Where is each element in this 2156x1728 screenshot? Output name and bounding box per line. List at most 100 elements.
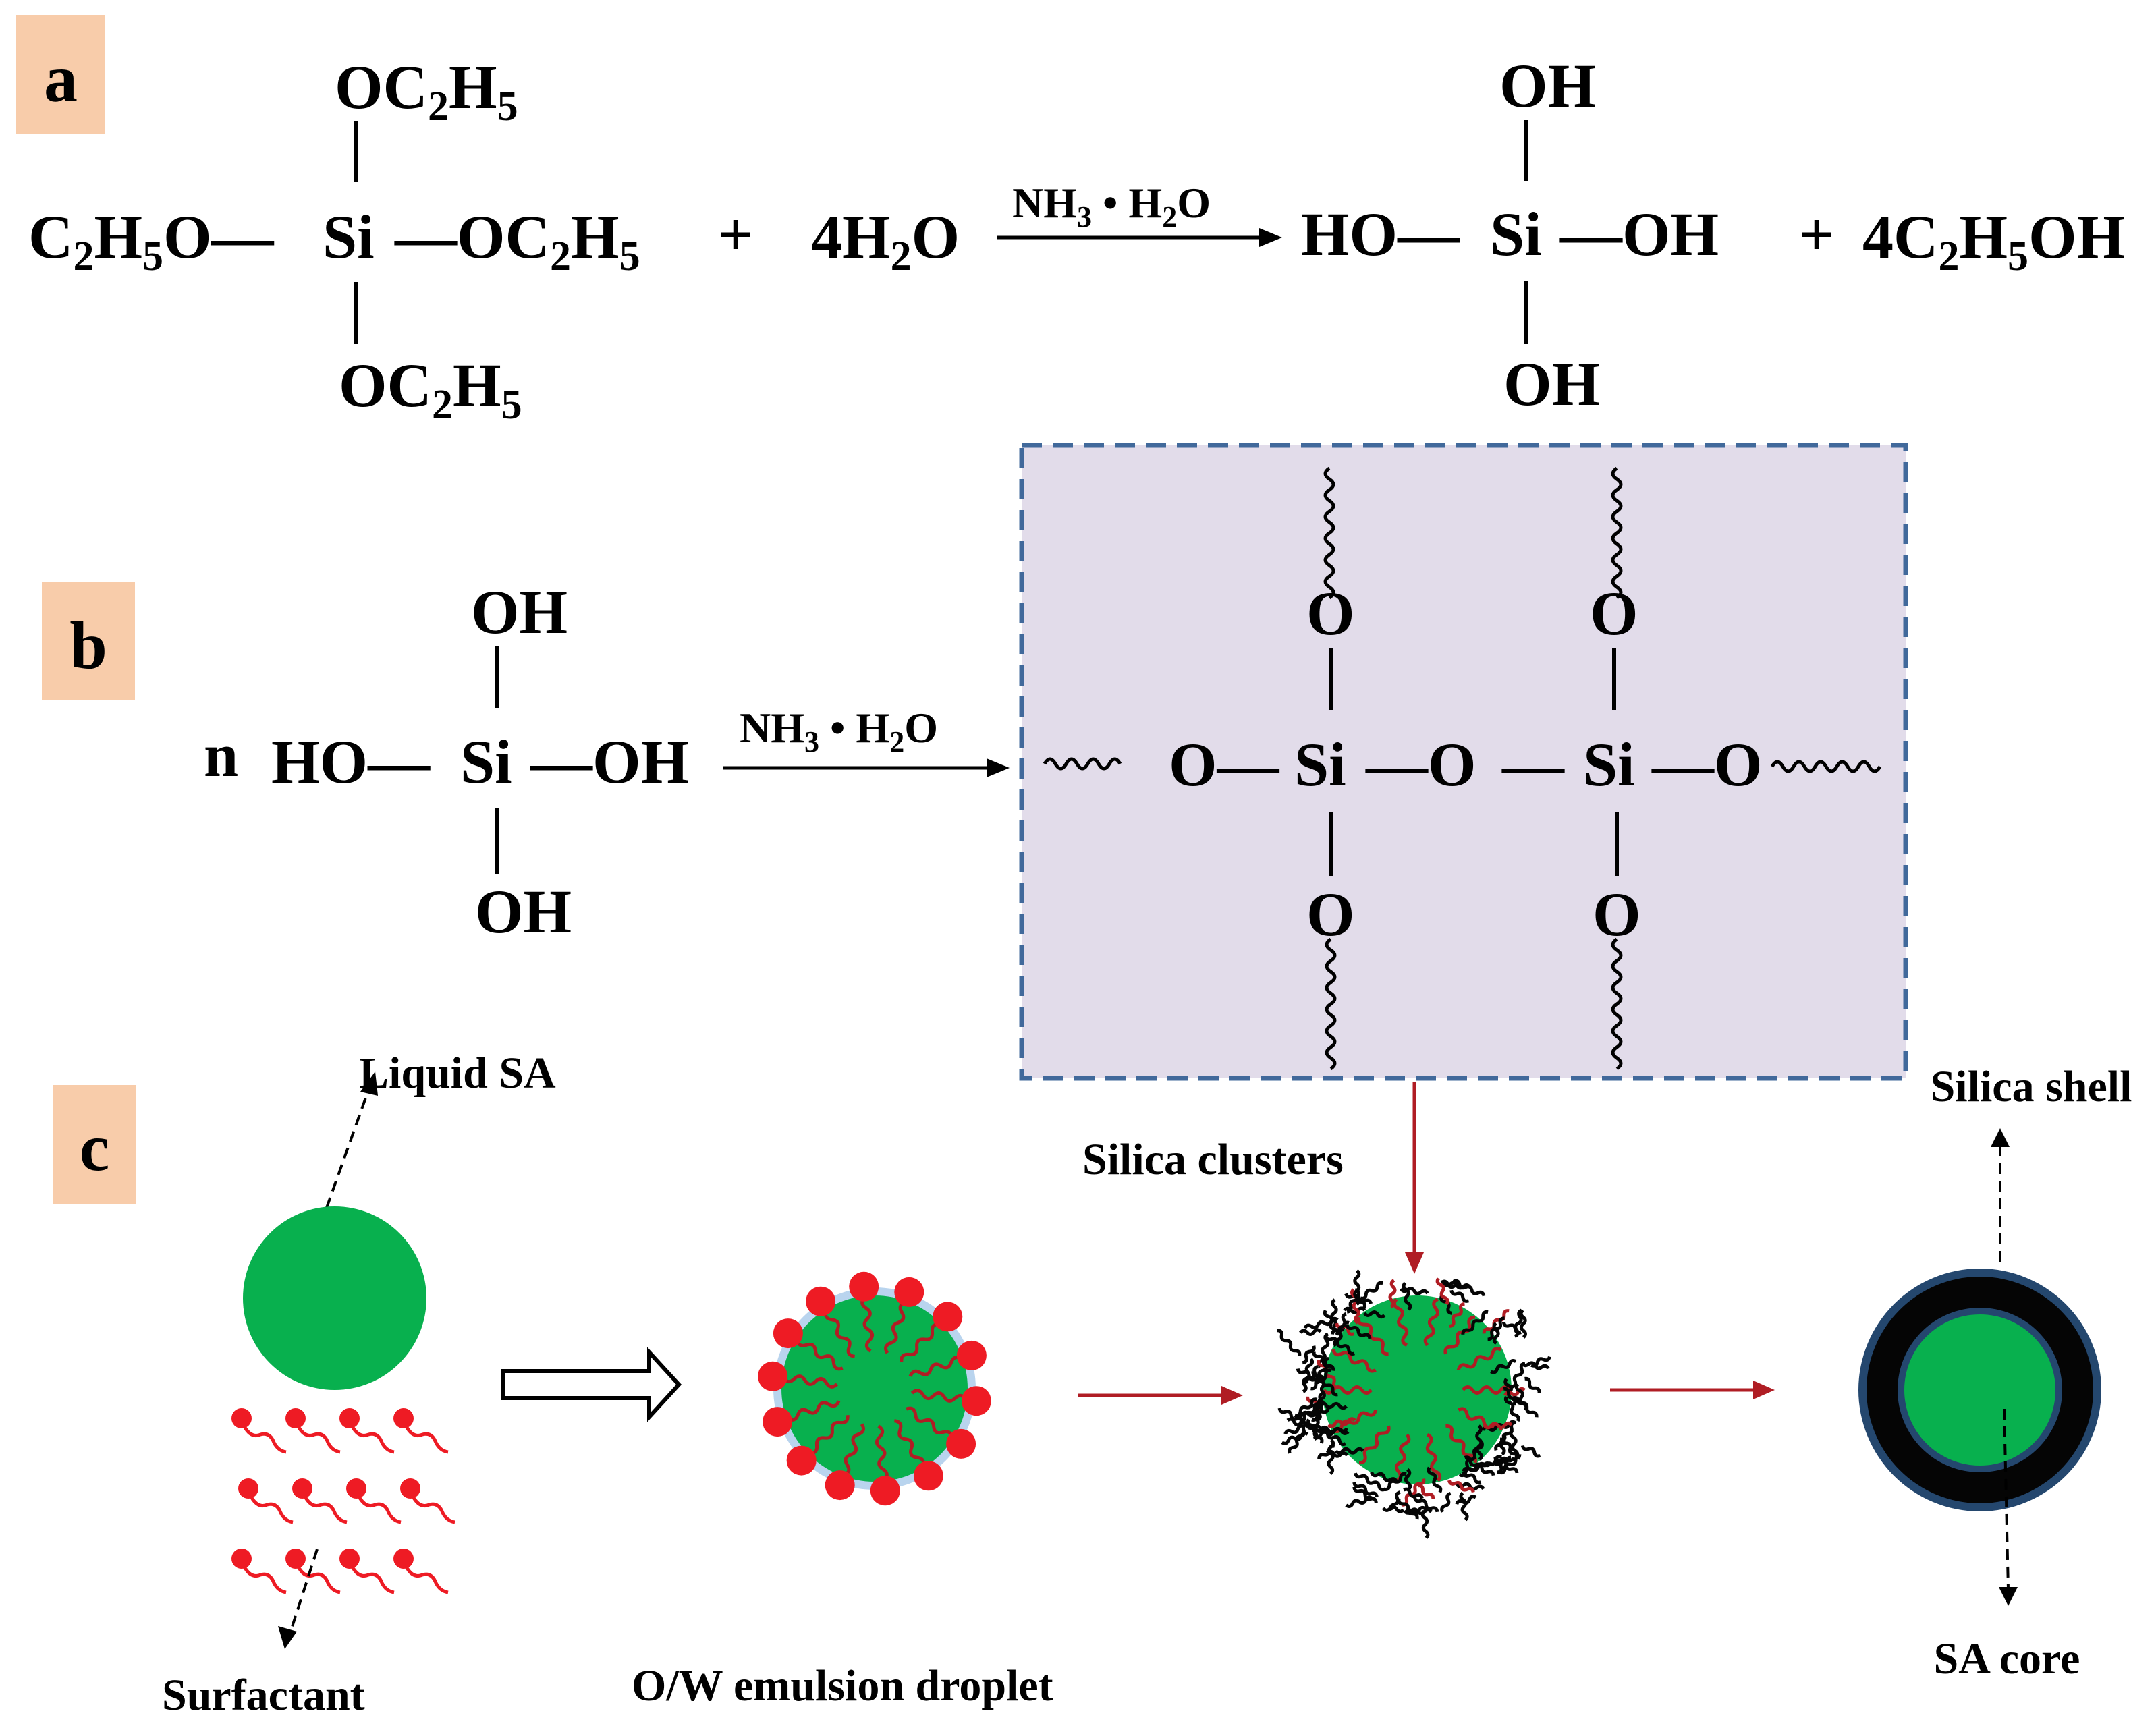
label-silica-clusters: Silica clusters: [1082, 1135, 1344, 1184]
monomer-top-oh: OH: [471, 578, 568, 646]
silica-cluster-strand: [1492, 1322, 1500, 1345]
surfactant-tail: [303, 1495, 348, 1524]
emulsion-surfactant-head: [956, 1340, 987, 1370]
red-arrow-down-head: [1405, 1252, 1424, 1274]
silica-cluster-strand: [1302, 1345, 1316, 1365]
teos-left-group: C2H5O—: [28, 202, 275, 279]
silica-cluster-strand: [1487, 1316, 1505, 1341]
silica-cluster-strand: [1303, 1316, 1339, 1330]
emulsion-surfactant-tail: [893, 1419, 926, 1468]
silica-cluster-strand: [1360, 1281, 1384, 1300]
silica-cluster-strand: [1370, 1471, 1398, 1483]
silica-cluster-strand: [1452, 1279, 1486, 1297]
emulsion-surfactant-tail: [875, 1424, 889, 1482]
silica-cluster-strand: [1427, 1466, 1443, 1493]
emulsion-surfactant-tail: [860, 1295, 875, 1353]
silica-cluster-strand: [1345, 1324, 1372, 1339]
surfactant-pointer-line: [289, 1549, 319, 1634]
silica-cluster-strand: [1447, 1480, 1475, 1493]
teos-bottom-group: OC2H5: [339, 351, 522, 428]
network-wavy-right: [1770, 760, 1882, 773]
surfactant-head: [292, 1478, 312, 1499]
sa-core-pointer-line: [2003, 1408, 2010, 1590]
surfactant-head: [238, 1478, 258, 1499]
silica-cluster-strand: [1435, 1277, 1449, 1306]
silica-cluster-strand: [1333, 1312, 1347, 1347]
silica-cluster-strand: [1345, 1495, 1373, 1508]
product-center-si: Si: [1490, 200, 1542, 269]
emulsion-surfactant-head: [870, 1476, 900, 1506]
silica-cluster-strand: [1524, 1376, 1541, 1393]
emulsion-surfactant-head: [933, 1302, 963, 1332]
coated-surfactant-tail: [1331, 1349, 1377, 1373]
multiplier-n: n: [204, 721, 238, 789]
surfactant-tail: [242, 1425, 287, 1454]
emulsion-surfactant-tail: [906, 1406, 954, 1439]
coated-surfactant-tail: [1425, 1433, 1442, 1482]
silica-cluster-strand: [1403, 1487, 1424, 1499]
surfactant-head: [339, 1549, 360, 1569]
surfactant-head: [231, 1408, 252, 1428]
label-surfactant: Surfactant: [162, 1671, 365, 1720]
silicic-acid-product: OH HO— Si —OH OH: [1301, 51, 1719, 418]
emulsion-surfactant-tail: [843, 1423, 865, 1477]
silica-cluster-strand: [1449, 1289, 1470, 1303]
surfactant-head: [339, 1408, 360, 1428]
silica-network-box: O— Si —O — Si —O O O O O: [1019, 443, 1908, 1081]
silica-cluster-strand: [1519, 1309, 1527, 1339]
monomer-left-ho: HO—: [271, 727, 431, 796]
silica-cluster-strand: [1497, 1455, 1512, 1474]
silica-cluster-strand: [1352, 1482, 1379, 1498]
panel-b-badge: [42, 582, 135, 700]
emulsion-surfactant-tail: [808, 1415, 850, 1455]
panel-c-badge-label: c: [80, 1110, 109, 1185]
coated-surfactant-tail: [1394, 1433, 1411, 1482]
silica-cluster-strand: [1499, 1432, 1507, 1456]
silica-cluster-strand: [1277, 1329, 1302, 1356]
label-ow-emulsion-droplet: O/W emulsion droplet: [632, 1661, 1053, 1710]
network-wavy-up-1: [1323, 466, 1335, 600]
silica-cluster-strand: [1327, 1417, 1356, 1428]
emulsion-surfactant-head: [946, 1428, 976, 1459]
silica-cluster-strand: [1459, 1491, 1469, 1522]
panel-a-badge-label: a: [44, 41, 78, 116]
monomer-center-si: Si: [460, 727, 512, 796]
silica-cluster-strand: [1420, 1509, 1430, 1540]
silica-cluster-strand: [1352, 1486, 1378, 1503]
water-reactant: 4H2O: [811, 202, 960, 279]
silica-cluster-strand: [1530, 1356, 1551, 1368]
coated-droplet-surfactants: [1323, 1298, 1512, 1482]
plus-sign-1: +: [718, 200, 753, 269]
product-right-oh: —OH: [1559, 200, 1719, 269]
emulsion-surfactant-tail: [908, 1356, 963, 1377]
emulsion-surfactant-tail: [781, 1374, 839, 1389]
coated-surfactant-tail: [1332, 1409, 1378, 1433]
silica-cluster-strand: [1499, 1437, 1520, 1460]
silica-cluster-strand: [1325, 1449, 1349, 1458]
surfactant-pointer-head: [278, 1626, 297, 1649]
silica-cluster-strand: [1324, 1335, 1355, 1356]
emulsion-surfactant-tail: [823, 1310, 856, 1358]
emulsion-surfactant-head: [894, 1277, 924, 1307]
network-o-bottom-1: O: [1306, 880, 1355, 949]
surfactant-tail: [249, 1495, 294, 1524]
emulsion-surfactant-head: [763, 1407, 793, 1437]
emulsion-surfactant-ring: [758, 1271, 991, 1506]
silica-cluster-strand: [1311, 1418, 1320, 1441]
silica-cluster-strand: [1514, 1308, 1523, 1338]
red-arrow-2-head: [1753, 1381, 1775, 1399]
silica-cluster-strand: [1461, 1472, 1482, 1484]
label-silica-shell: Silica shell: [1931, 1062, 2132, 1111]
process-arrow-hollow: [501, 1347, 682, 1422]
silica-cluster-strand: [1490, 1359, 1517, 1374]
surfactant-head: [393, 1408, 414, 1428]
silica-cluster-strand: [1388, 1279, 1397, 1309]
liquid-sa-droplet: [243, 1206, 426, 1390]
surfactant-head: [285, 1549, 306, 1569]
teos-top-group: OC2H5: [335, 53, 518, 130]
silica-cluster-strand: [1493, 1456, 1516, 1466]
network-o-bottom-2: O: [1593, 880, 1641, 949]
coated-surfactant-tail: [1392, 1298, 1409, 1347]
surfactant-tail: [296, 1565, 341, 1594]
network-wavy-down-1: [1325, 937, 1337, 1071]
